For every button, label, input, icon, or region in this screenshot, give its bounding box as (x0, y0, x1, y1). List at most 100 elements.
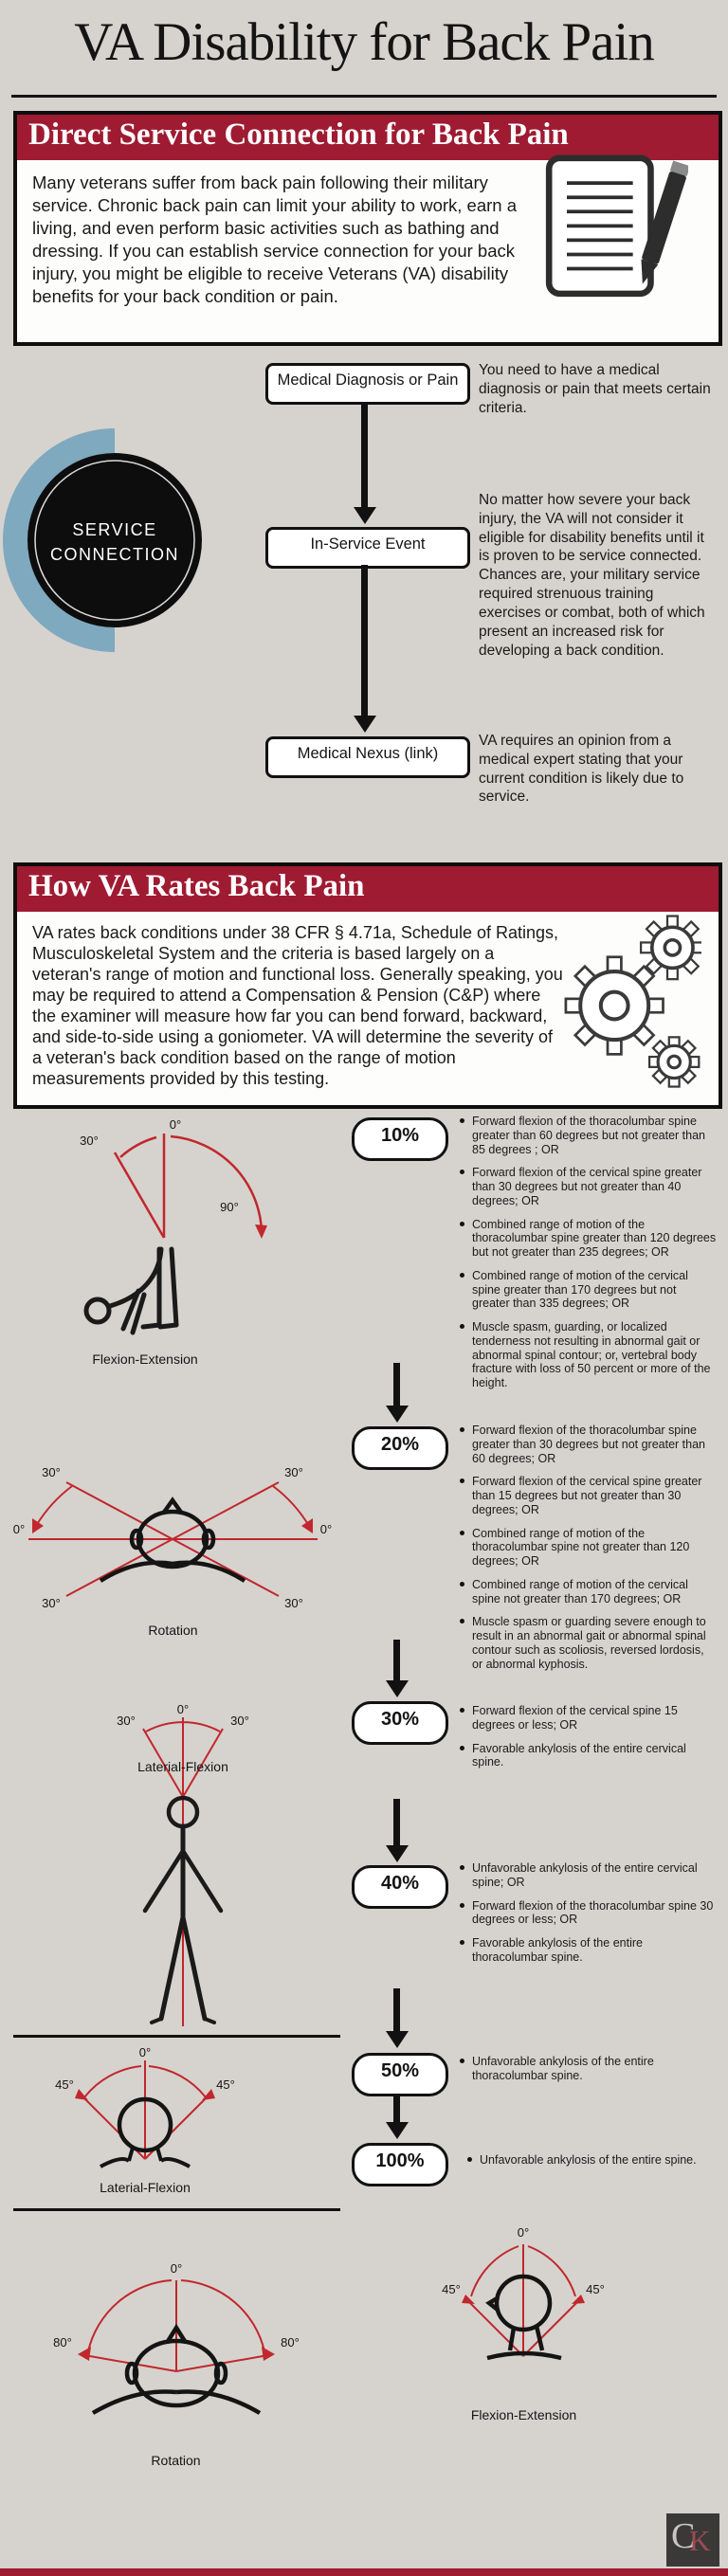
figure-lateral-flexion-neck: 45° 0° 45° Laterial-Flexion (27, 2045, 264, 2195)
criteria-item: Favorable ankylosis of the entire cervic… (459, 1742, 717, 1770)
section1-body: Many veterans suffer from back pain foll… (32, 172, 518, 307)
rating-criteria-20: Forward flexion of the thoracolumbar spi… (459, 1424, 717, 1680)
flexion-extension-figure-svg: 30° 0° 90° (80, 1117, 267, 1335)
logo-letter-k: K (689, 2524, 711, 2557)
rating-criteria-100: Unfavorable ankylosis of the entire spin… (466, 2153, 722, 2177)
angle-label: 30° (80, 1134, 99, 1148)
down-arrow (385, 2096, 409, 2139)
figure-rotation-spine: 30° 30° 0° 0° 30° 30° Rotation (9, 1458, 337, 1638)
step-in-service-event-description: No matter how severe your back injury, t… (479, 492, 705, 659)
arrowhead (262, 2347, 275, 2361)
circle-label-line2: CONNECTION (50, 545, 179, 564)
rating-criteria-10: Forward flexion of the thoracolumbar spi… (459, 1115, 717, 1400)
step-label: Medical Diagnosis or Pain (277, 372, 459, 389)
criteria-item: Combined range of motion of the cervical… (459, 1269, 717, 1311)
blue-arc (3, 428, 116, 652)
angle-label: 0° (170, 1117, 181, 1132)
angle-label: 0° (177, 1704, 189, 1716)
rating-percent: 100% (375, 2150, 425, 2171)
pencil-icon (641, 160, 688, 284)
down-arrow (385, 1640, 409, 1697)
figure-label: Rotation (148, 1623, 198, 1638)
rating-pill-10: 10% (352, 1117, 448, 1161)
title-underline (11, 95, 717, 98)
criteria-item: Forward flexion of the cervical spine 15… (459, 1704, 717, 1732)
angle-label: 30° (230, 1714, 249, 1728)
divider-line (13, 2208, 340, 2211)
head-top-view (99, 1497, 246, 1583)
angle-label: 80° (281, 2335, 300, 2349)
down-arrow (385, 1988, 409, 2048)
rating-percent: 20% (380, 1434, 420, 1455)
angle-lines (28, 1481, 318, 1597)
step-label: In-Service Event (310, 535, 426, 553)
angle-label: 45° (216, 2077, 235, 2092)
angle-label: 30° (117, 1714, 136, 1728)
angle-label: 30° (42, 1596, 61, 1610)
arrowhead (78, 2347, 91, 2361)
arrowhead (32, 1518, 44, 1533)
divider-line (13, 2035, 340, 2038)
angle-label: 0° (171, 2261, 182, 2276)
gear-large (564, 955, 664, 1056)
criteria-item: Forward flexion of the thoracolumbar spi… (459, 1899, 717, 1928)
criteria-item: Forward flexion of the cervical spine gr… (459, 1475, 717, 1516)
rating-criteria-40: Unfavorable ankylosis of the entire cerv… (459, 1861, 717, 1974)
angle-label: 0° (139, 2047, 151, 2059)
service-connection-badge: SERVICE CONNECTION (3, 428, 202, 652)
bending-person (83, 1246, 179, 1335)
step-medical-nexus-link[interactable]: Medical Nexus (link) (265, 736, 470, 778)
criteria-item: Forward flexion of the thoracolumbar spi… (459, 1115, 717, 1156)
angle-lines (113, 1134, 264, 1239)
gear-small-bottom (647, 1036, 701, 1088)
angle-label: 30° (284, 1465, 303, 1479)
angle-lines (80, 2060, 210, 2160)
rating-percent: 40% (380, 1873, 420, 1894)
document-page (545, 154, 654, 298)
arrowhead (255, 1225, 267, 1239)
criteria-item: Forward flexion of the thoracolumbar spi… (459, 1424, 717, 1465)
step-medical-nexus-description: VA requires an opinion from a medical ex… (479, 733, 684, 806)
inner-ring (34, 460, 195, 621)
angle-lines (466, 2244, 580, 2357)
service-connection-circle (27, 453, 202, 627)
criteria-item: Unfavorable ankylosis of the entire cerv… (459, 1861, 717, 1890)
angle-label: 0° (13, 1522, 25, 1536)
arrowhead (301, 1518, 313, 1533)
section2-header: How VA Rates Back Pain (17, 866, 719, 912)
gear-small-top (639, 915, 701, 981)
figure-lateral-flexion-spine: 30° 0° 30° Laterial-Flexion (74, 1702, 292, 2036)
figure-flexion-extension-neck: 45° 0° 45° Flexion-Extension (408, 2216, 640, 2422)
step-medical-diagnosis-description: You need to have a medical diagnosis or … (479, 362, 711, 416)
criteria-item: Unfavorable ankylosis of the entire thor… (459, 2055, 717, 2083)
page-title: VA Disability for Back Pain (74, 12, 655, 72)
angle-label: 0° (320, 1522, 332, 1536)
figure-rotation-neck: 80° 0° 80° Rotation (36, 2259, 316, 2468)
rating-pill-20: 20% (352, 1426, 448, 1470)
criteria-item: Muscle spasm or guarding severe enough t… (459, 1615, 717, 1671)
criteria-item: Unfavorable ankylosis of the entire spin… (466, 2153, 722, 2168)
rating-pill-30: 30% (352, 1701, 448, 1745)
criteria-item: Muscle spasm, guarding, or localized ten… (459, 1320, 717, 1390)
criteria-item: Combined range of motion of the thoracol… (459, 1527, 717, 1569)
figure-label: Flexion-Extension (92, 1351, 198, 1367)
down-arrow (385, 1799, 409, 1862)
arrowhead (75, 2089, 88, 2100)
step-in-service-event: In-Service Event (265, 527, 470, 569)
criteria-item: Combined range of motion of the cervical… (459, 1578, 717, 1606)
rotation-figure-svg: 30° 30° 0° 0° 30° 30° (13, 1465, 332, 1610)
rating-criteria-50: Unfavorable ankylosis of the entire thor… (459, 2055, 717, 2093)
neck-flexion-extension-svg: 45° 0° 45° (442, 2225, 605, 2361)
rating-percent: 10% (380, 1125, 420, 1146)
angle-label: 30° (284, 1596, 303, 1610)
logo-letter-c: C (671, 2516, 696, 2556)
document-pencil-icon (545, 154, 688, 298)
criteria-item: Combined range of motion of the thoracol… (459, 1218, 717, 1260)
angle-label: 45° (442, 2282, 461, 2296)
figure-label: Rotation (151, 2453, 201, 2468)
standing-person (142, 1795, 224, 2024)
neck-rotation-svg: 80° 0° 80° (53, 2261, 300, 2415)
figure-label: Flexion-Extension (470, 2407, 577, 2422)
angle-label: 80° (53, 2335, 72, 2349)
angle-label: 45° (55, 2077, 74, 2092)
